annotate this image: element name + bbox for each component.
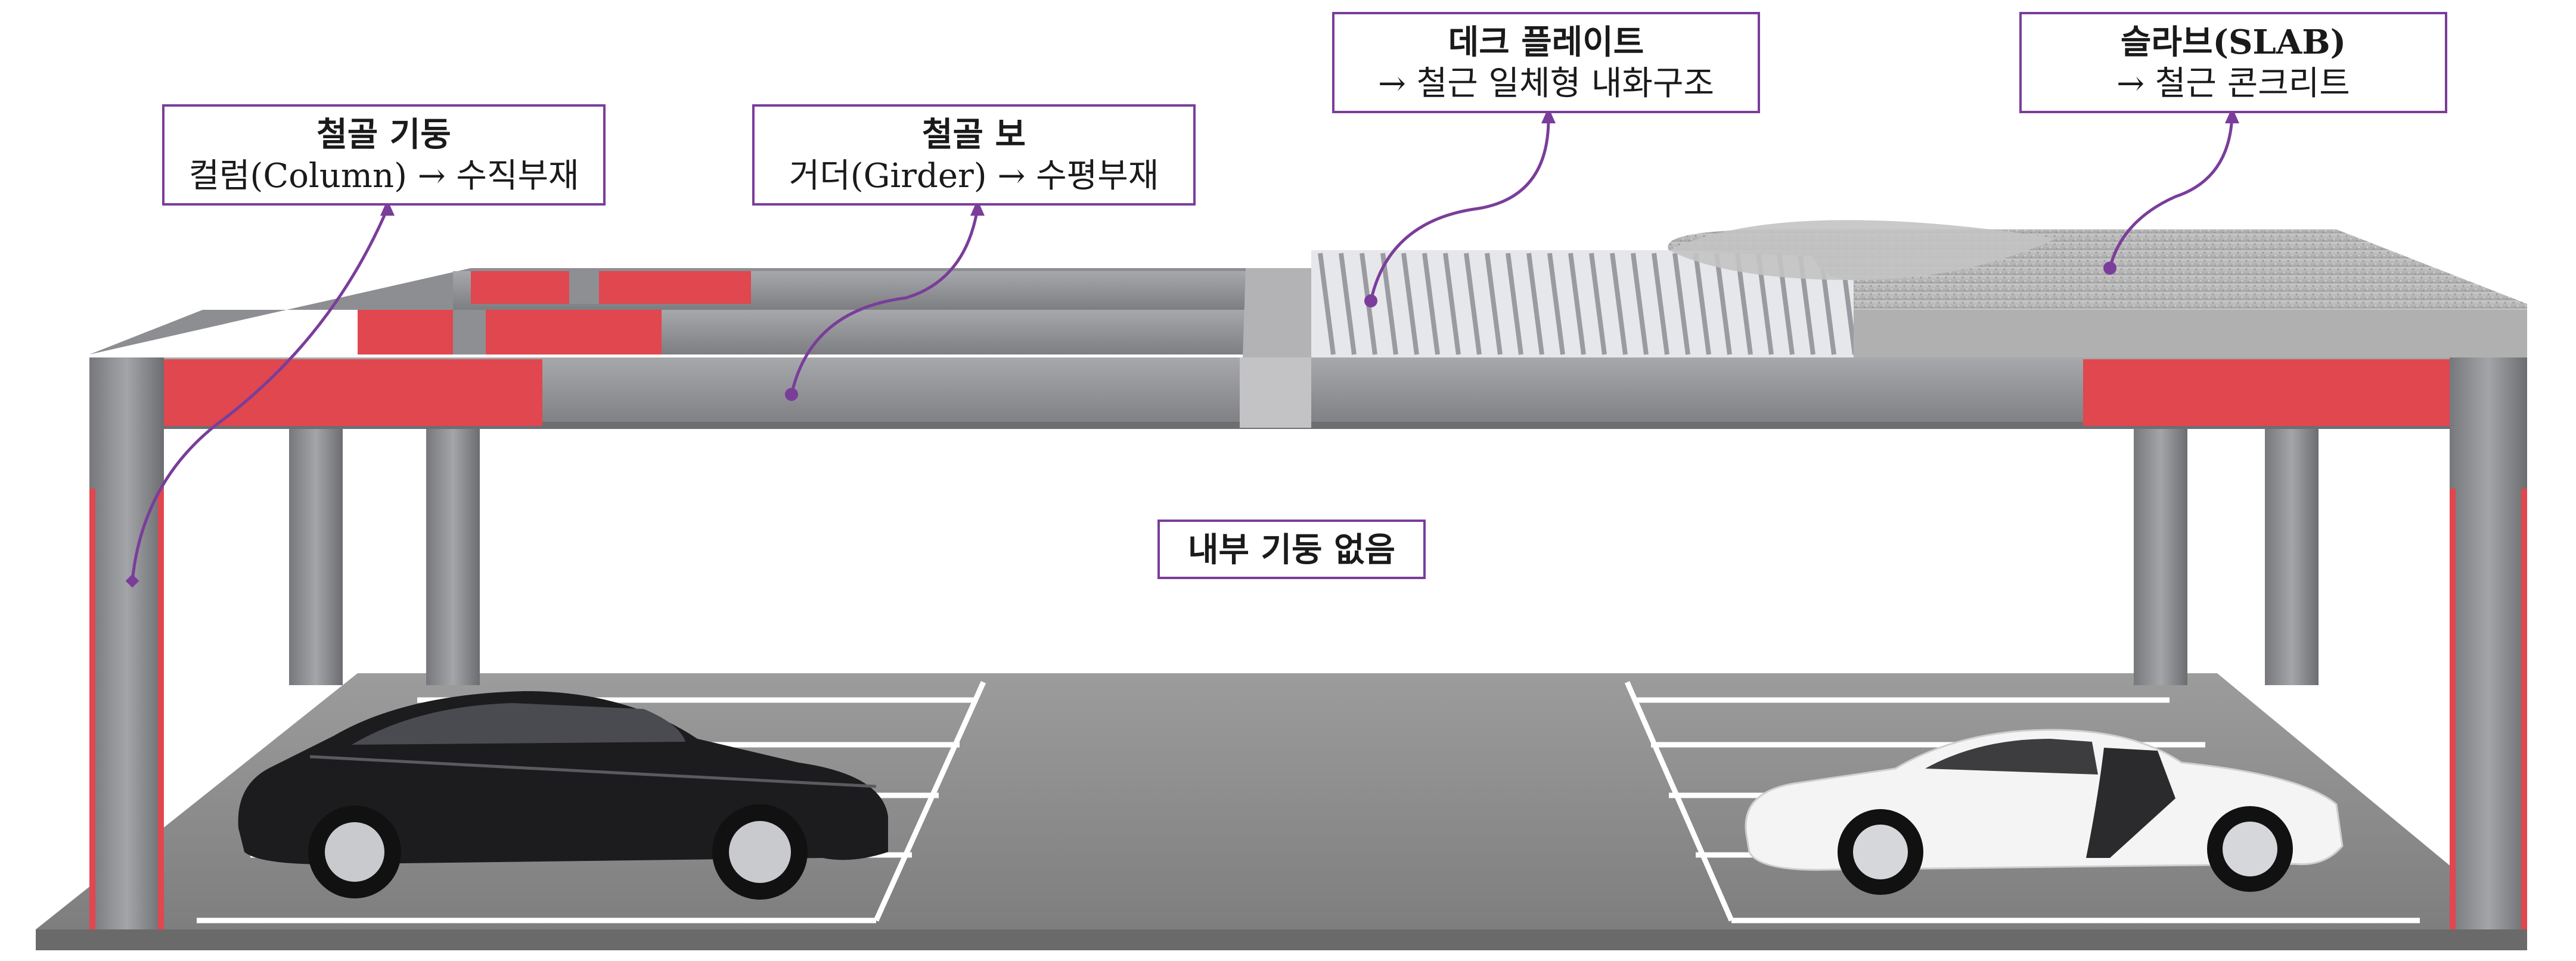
leader-lines [131,116,2234,581]
slab-callout: 슬라브(SLAB) → 철근 콘크리트 [2019,12,2447,113]
deck-rib [1380,253,1398,355]
deck-rib [1610,253,1628,355]
deck-rib [1526,253,1544,355]
deck-rib [1589,253,1607,355]
column-leader [131,208,389,581]
car-dark-suv [238,691,888,900]
deck-rib [1318,253,1336,355]
slab-leader [2108,116,2234,269]
deck-rib [1485,253,1503,355]
beam-callout-subtitle: 거더(Girder) → 수평부재 [789,157,1159,195]
deck-callout-subtitle: → 철근 일체형 내화구조 [1377,64,1714,103]
front-girder [89,357,2527,429]
column-callout-subtitle: 컬럼(Column) → 수직부재 [188,157,579,195]
concrete-slab [1668,220,2527,357]
deck-rib [1693,253,1711,355]
beam-leader [790,208,979,395]
deck-rib [1672,253,1690,355]
deck-leader [1369,116,1550,301]
beam-callout: 철골 보 거더(Girder) → 수평부재 [752,104,1196,206]
interior-callout: 내부 기둥 없음 [1157,520,1426,579]
column-callout-title: 철골 기둥 [316,115,451,154]
back-columns [289,429,2319,685]
slab-callout-subtitle: → 철근 콘크리트 [2116,64,2350,103]
deck-rib [1464,253,1482,355]
interior-callout-title: 내부 기둥 없음 [1187,530,1396,570]
deck-rib [1339,253,1357,355]
deck-callout: 데크 플레이트 → 철근 일체형 내화구조 [1332,12,1760,113]
deck-callout-title: 데크 플레이트 [1448,23,1644,62]
column-callout: 철골 기둥 컬럼(Column) → 수직부재 [162,104,606,206]
beam-callout-title: 철골 보 [921,115,1026,154]
slab-callout-title: 슬라브(SLAB) [2120,23,2347,62]
deck-rib [1401,253,1419,355]
deck-rib [1422,253,1440,355]
front-columns [89,357,2527,929]
deck-rib [1714,253,1732,355]
deck-rib [1631,253,1649,355]
deck-rib [1547,253,1565,355]
car-white-sports [1745,729,2344,895]
deck-rib [1506,253,1523,355]
deck-rib [1443,253,1461,355]
deck-plate [1243,250,1866,357]
deck-rib [1652,253,1669,355]
roof-framing [89,268,1252,354]
deck-rib [1568,253,1586,355]
